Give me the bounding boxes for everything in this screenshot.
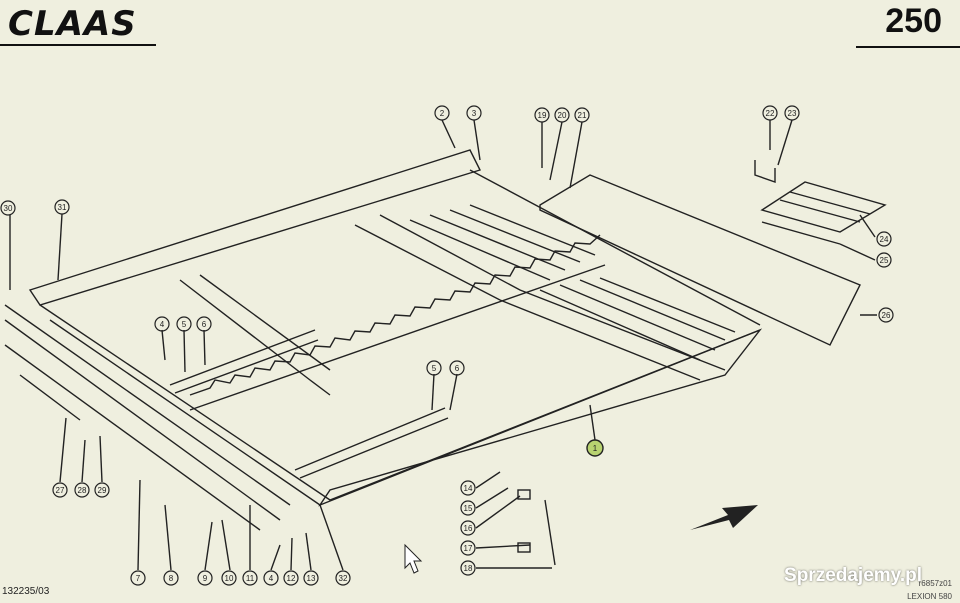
page-number-underline xyxy=(856,46,960,48)
svg-text:28: 28 xyxy=(78,486,87,495)
callout-28: 28 xyxy=(74,482,90,498)
leader-lines xyxy=(9,119,877,571)
claas-logo: CLAAS xyxy=(8,4,137,44)
callout-27: 27 xyxy=(52,482,68,498)
svg-text:24: 24 xyxy=(880,235,889,244)
side-panel xyxy=(539,174,861,346)
svg-text:21: 21 xyxy=(578,111,587,120)
svg-text:10: 10 xyxy=(225,574,234,583)
svg-text:3: 3 xyxy=(472,109,477,118)
svg-text:20: 20 xyxy=(558,111,567,120)
callout-32: 32 xyxy=(335,570,351,586)
callout-4a: 4 xyxy=(154,316,170,332)
bracket-part xyxy=(754,160,776,183)
callout-25: 25 xyxy=(876,252,892,268)
callout-4b: 4 xyxy=(263,570,279,586)
callout-7: 7 xyxy=(130,570,146,586)
svg-text:32: 32 xyxy=(339,574,348,583)
svg-text:1: 1 xyxy=(593,444,598,453)
callout-31: 31 xyxy=(54,199,70,215)
svg-text:5: 5 xyxy=(182,320,187,329)
model-label: LEXION 580 xyxy=(907,592,952,601)
svg-text:6: 6 xyxy=(455,364,460,373)
callout-5b: 5 xyxy=(426,360,442,376)
callout-15: 15 xyxy=(460,500,476,516)
callout-24: 24 xyxy=(876,231,892,247)
svg-text:14: 14 xyxy=(464,484,473,493)
callout-11: 11 xyxy=(242,570,258,586)
callout-18: 18 xyxy=(460,560,476,576)
page-number: 250 xyxy=(885,2,942,40)
svg-text:9: 9 xyxy=(203,574,208,583)
svg-text:12: 12 xyxy=(287,574,296,583)
callout-21: 21 xyxy=(574,107,590,123)
svg-text:13: 13 xyxy=(307,574,316,583)
direction-arrow xyxy=(690,505,758,530)
callout-12: 12 xyxy=(283,570,299,586)
drawing-code: r6857z01 xyxy=(918,579,952,588)
callout-17: 17 xyxy=(460,540,476,556)
figure-code: 132235/03 xyxy=(2,586,50,597)
callout-9: 9 xyxy=(197,570,213,586)
svg-text:4: 4 xyxy=(269,574,274,583)
callout-6b: 6 xyxy=(449,360,465,376)
svg-text:23: 23 xyxy=(788,109,797,118)
svg-text:6: 6 xyxy=(202,320,207,329)
frame-structure xyxy=(4,149,887,566)
svg-text:29: 29 xyxy=(98,486,107,495)
mouse-cursor-icon xyxy=(404,543,423,574)
svg-text:15: 15 xyxy=(464,504,473,513)
svg-text:30: 30 xyxy=(4,204,13,213)
logo-underline xyxy=(0,44,156,46)
callout-23: 23 xyxy=(784,105,800,121)
callout-5a: 5 xyxy=(176,316,192,332)
callout-1: 1 xyxy=(586,439,604,457)
svg-text:16: 16 xyxy=(464,524,473,533)
front-grate xyxy=(539,277,736,361)
callout-2: 2 xyxy=(434,105,450,121)
callout-13: 13 xyxy=(303,570,319,586)
callout-3: 3 xyxy=(466,105,482,121)
callout-16: 16 xyxy=(460,520,476,536)
screen-part xyxy=(760,181,887,233)
callout-8: 8 xyxy=(163,570,179,586)
svg-text:8: 8 xyxy=(169,574,174,583)
svg-text:31: 31 xyxy=(58,203,67,212)
svg-text:7: 7 xyxy=(136,574,141,583)
callout-29: 29 xyxy=(94,482,110,498)
callout-19: 19 xyxy=(534,107,550,123)
svg-text:22: 22 xyxy=(766,109,775,118)
svg-text:11: 11 xyxy=(246,574,255,583)
callout-6a: 6 xyxy=(196,316,212,332)
callout-26: 26 xyxy=(878,307,894,323)
callout-14: 14 xyxy=(460,480,476,496)
svg-text:19: 19 xyxy=(538,111,547,120)
callout-22: 22 xyxy=(762,105,778,121)
svg-text:26: 26 xyxy=(882,311,891,320)
svg-text:2: 2 xyxy=(440,109,445,118)
linkage-arm xyxy=(544,499,556,566)
callout-10: 10 xyxy=(221,570,237,586)
sprzedajemy-watermark: Sprzedajemy.pl xyxy=(784,565,922,586)
svg-text:18: 18 xyxy=(464,564,473,573)
svg-text:17: 17 xyxy=(464,544,473,553)
svg-text:4: 4 xyxy=(160,320,165,329)
svg-text:27: 27 xyxy=(56,486,65,495)
callout-20: 20 xyxy=(554,107,570,123)
svg-text:5: 5 xyxy=(432,364,437,373)
svg-text:25: 25 xyxy=(880,256,889,265)
rear-grate xyxy=(409,204,596,281)
callout-30: 30 xyxy=(0,200,16,216)
